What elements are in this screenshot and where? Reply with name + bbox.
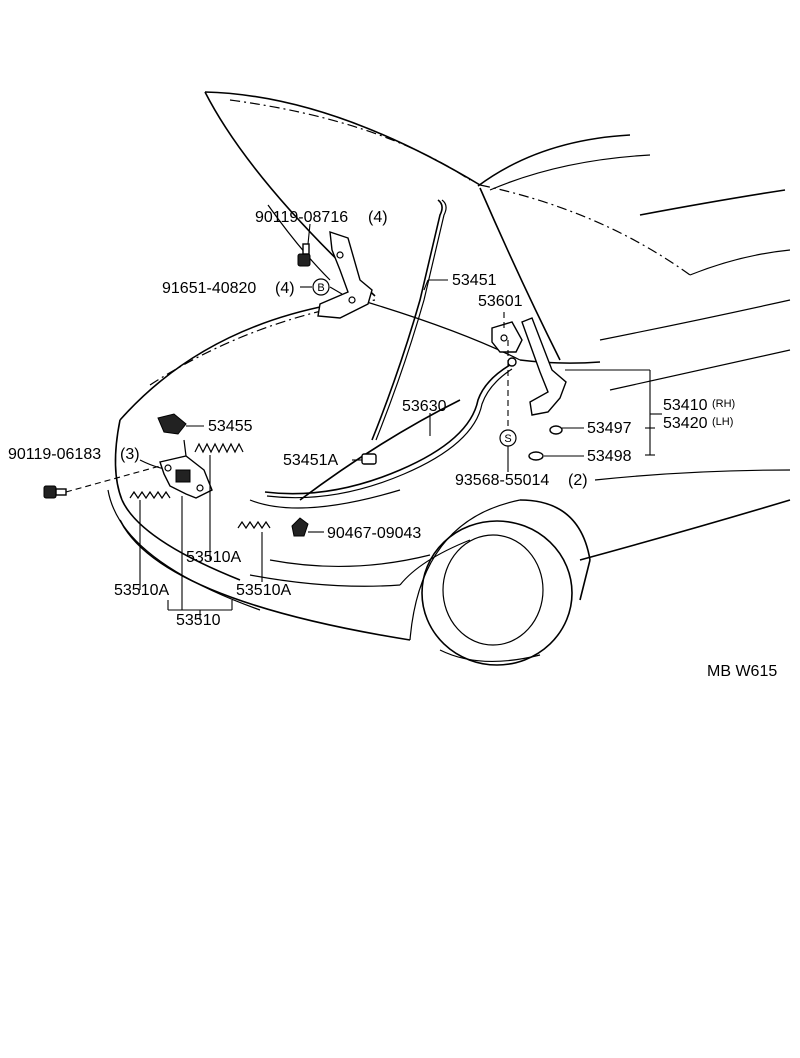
bolt-90119-08716-icon: [297, 243, 311, 267]
label-53510A-center: 53510A: [186, 549, 241, 566]
hood-lock-assembly: [159, 439, 213, 499]
label-53510A-right: 53510A: [236, 582, 291, 599]
label-53498: 53498: [587, 448, 632, 465]
label-90119-06183: 90119-06183: [8, 446, 101, 463]
label-53451A: 53451A: [283, 452, 338, 469]
label-90119-08716: 90119-08716: [255, 209, 348, 226]
hood-support-rod: [371, 199, 447, 441]
rod-holder-53455-icon: [157, 413, 187, 435]
label-53410-side: (RH): [712, 398, 735, 410]
label-53601: 53601: [478, 293, 523, 310]
label-53410: 53410: [663, 397, 708, 414]
hood-release-cable: [264, 357, 517, 499]
car-body-outline: [107, 91, 791, 666]
reference-code: MB W615: [707, 663, 777, 680]
marker-b-letter: B: [317, 282, 324, 294]
hood-hinge-right: [491, 317, 567, 416]
stopper-53498-icon: [528, 451, 544, 461]
label-93568-55014: 93568-55014: [455, 472, 549, 489]
marker-s-letter: S: [504, 433, 511, 445]
label-90467-09043: 90467-09043: [327, 525, 421, 542]
marker-b-icon: [312, 278, 330, 296]
label-53630: 53630: [402, 398, 447, 415]
label-53420: 53420: [663, 415, 708, 432]
marker-s-icon: [499, 429, 517, 447]
label-91651-40820: 91651-40820: [162, 280, 256, 297]
label-53455: 53455: [208, 418, 253, 435]
label-90119-06183-qty: (3): [120, 446, 140, 463]
label-53510A-left: 53510A: [114, 582, 169, 599]
clamp-90467-09043-icon: [291, 517, 309, 537]
hood-hinge-left: [317, 230, 373, 319]
leader-lines: [65, 223, 662, 620]
spring-right-icon: [237, 520, 271, 530]
spring-lower-left-icon: [129, 490, 171, 500]
spring-upper-icon: [194, 442, 244, 454]
rod-grommet-53451A-icon: [361, 453, 377, 465]
label-53497: 53497: [587, 420, 632, 437]
label-90119-08716-qty: (4): [368, 209, 388, 226]
label-53510: 53510: [176, 612, 221, 629]
bolt-90119-06183-icon: [43, 485, 67, 499]
label-53451: 53451: [452, 272, 497, 289]
cushion-53497-icon: [549, 425, 563, 435]
label-53420-side: (LH): [712, 416, 733, 428]
label-93568-55014-qty: (2): [568, 472, 588, 489]
label-91651-40820-qty: (4): [275, 280, 295, 297]
